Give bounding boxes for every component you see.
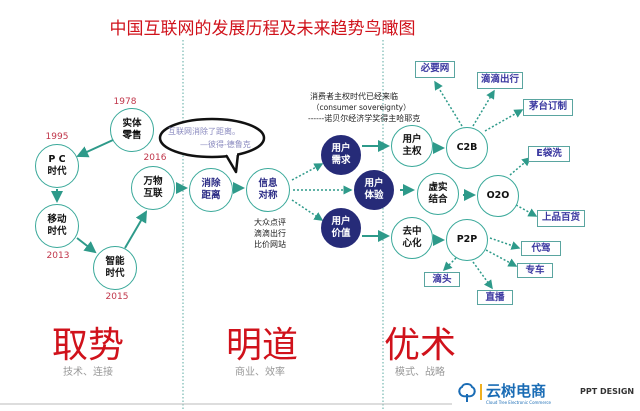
section-title: 明道 [225, 325, 299, 366]
quote-line: 消费者主权时代已经来临 [310, 92, 398, 101]
node-pc: P C 时代 [35, 144, 79, 188]
bubble-author: —彼得-德鲁克 [200, 140, 251, 149]
node-iot: 万物互联 [131, 166, 175, 210]
year-label: 2016 [143, 153, 167, 163]
node-distance: 消除距离 [189, 168, 233, 212]
node-info: 信息对称 [246, 168, 290, 212]
section-title: 优术 [383, 325, 457, 366]
box-zhibo: 直播 [477, 290, 513, 305]
quote-line: （consumer sovereignty） [312, 103, 411, 112]
box-shangpin: 上品百货 [537, 210, 585, 227]
year-label: 2015 [105, 292, 129, 302]
box-edaixi: E袋洗 [528, 146, 570, 162]
diagram-title: 中国互联网的发展历程及未来趋势鸟瞰图 [109, 19, 416, 39]
node-smart: 智能时代 [93, 246, 137, 290]
solid-arrows [51, 139, 476, 254]
node-demand: 用户需求 [321, 135, 361, 175]
node-retail: 实体零售 [110, 108, 154, 152]
logo-tagline: Cloud Tree Electronic Commerce [486, 400, 552, 405]
box-didi: 滴滴出行 [477, 72, 523, 89]
section-subtitle: 模式、战略 [395, 367, 445, 378]
node-c2b: C2B [446, 127, 488, 169]
logo: 云树电商 Cloud Tree Electronic Commerce PPT … [452, 380, 640, 408]
node-value: 用户价值 [321, 208, 361, 248]
box-zhuanche: 专车 [517, 263, 553, 278]
example-text: 大众点评 [254, 218, 286, 227]
node-p2p: P2P [446, 219, 488, 261]
section-subtitle: 技术、连接 [63, 367, 113, 378]
node-mobile: 移动时代 [35, 204, 79, 248]
year-label: 1978 [113, 97, 137, 107]
section-subtitle: 商业、效率 [235, 367, 285, 378]
section-title: 取势 [51, 325, 125, 366]
bubble-quote: 互联网消除了距离。 [168, 127, 240, 136]
logo-divider [480, 384, 482, 400]
node-sovereign: 用户主权 [391, 125, 433, 167]
node-experience: 用户体验 [354, 170, 394, 210]
node-decentralization: 去中心化 [391, 217, 433, 259]
box-ditou: 滴头 [424, 272, 460, 287]
example-text: 滴滴出行 [254, 229, 286, 238]
logo-name: 云树电商 [486, 382, 547, 400]
box-daijia: 代驾 [521, 241, 561, 256]
speech-bubble [158, 117, 266, 174]
example-text: 比价网站 [254, 240, 286, 249]
node-o2o: O2O [477, 175, 519, 217]
box-maotai: 茅台订制 [523, 99, 573, 116]
box-biyao: 必要网 [415, 61, 455, 78]
quote-line: ------诺贝尔经济学奖得主哈耶克 [308, 114, 421, 123]
year-label: 2013 [46, 251, 70, 261]
tree-logo-icon [458, 383, 476, 402]
dotted-arrows [291, 80, 538, 290]
node-online-offline: 虚实结合 [417, 173, 459, 215]
year-label: 1995 [45, 132, 69, 142]
logo-suffix: PPT DESIGN [580, 387, 635, 396]
